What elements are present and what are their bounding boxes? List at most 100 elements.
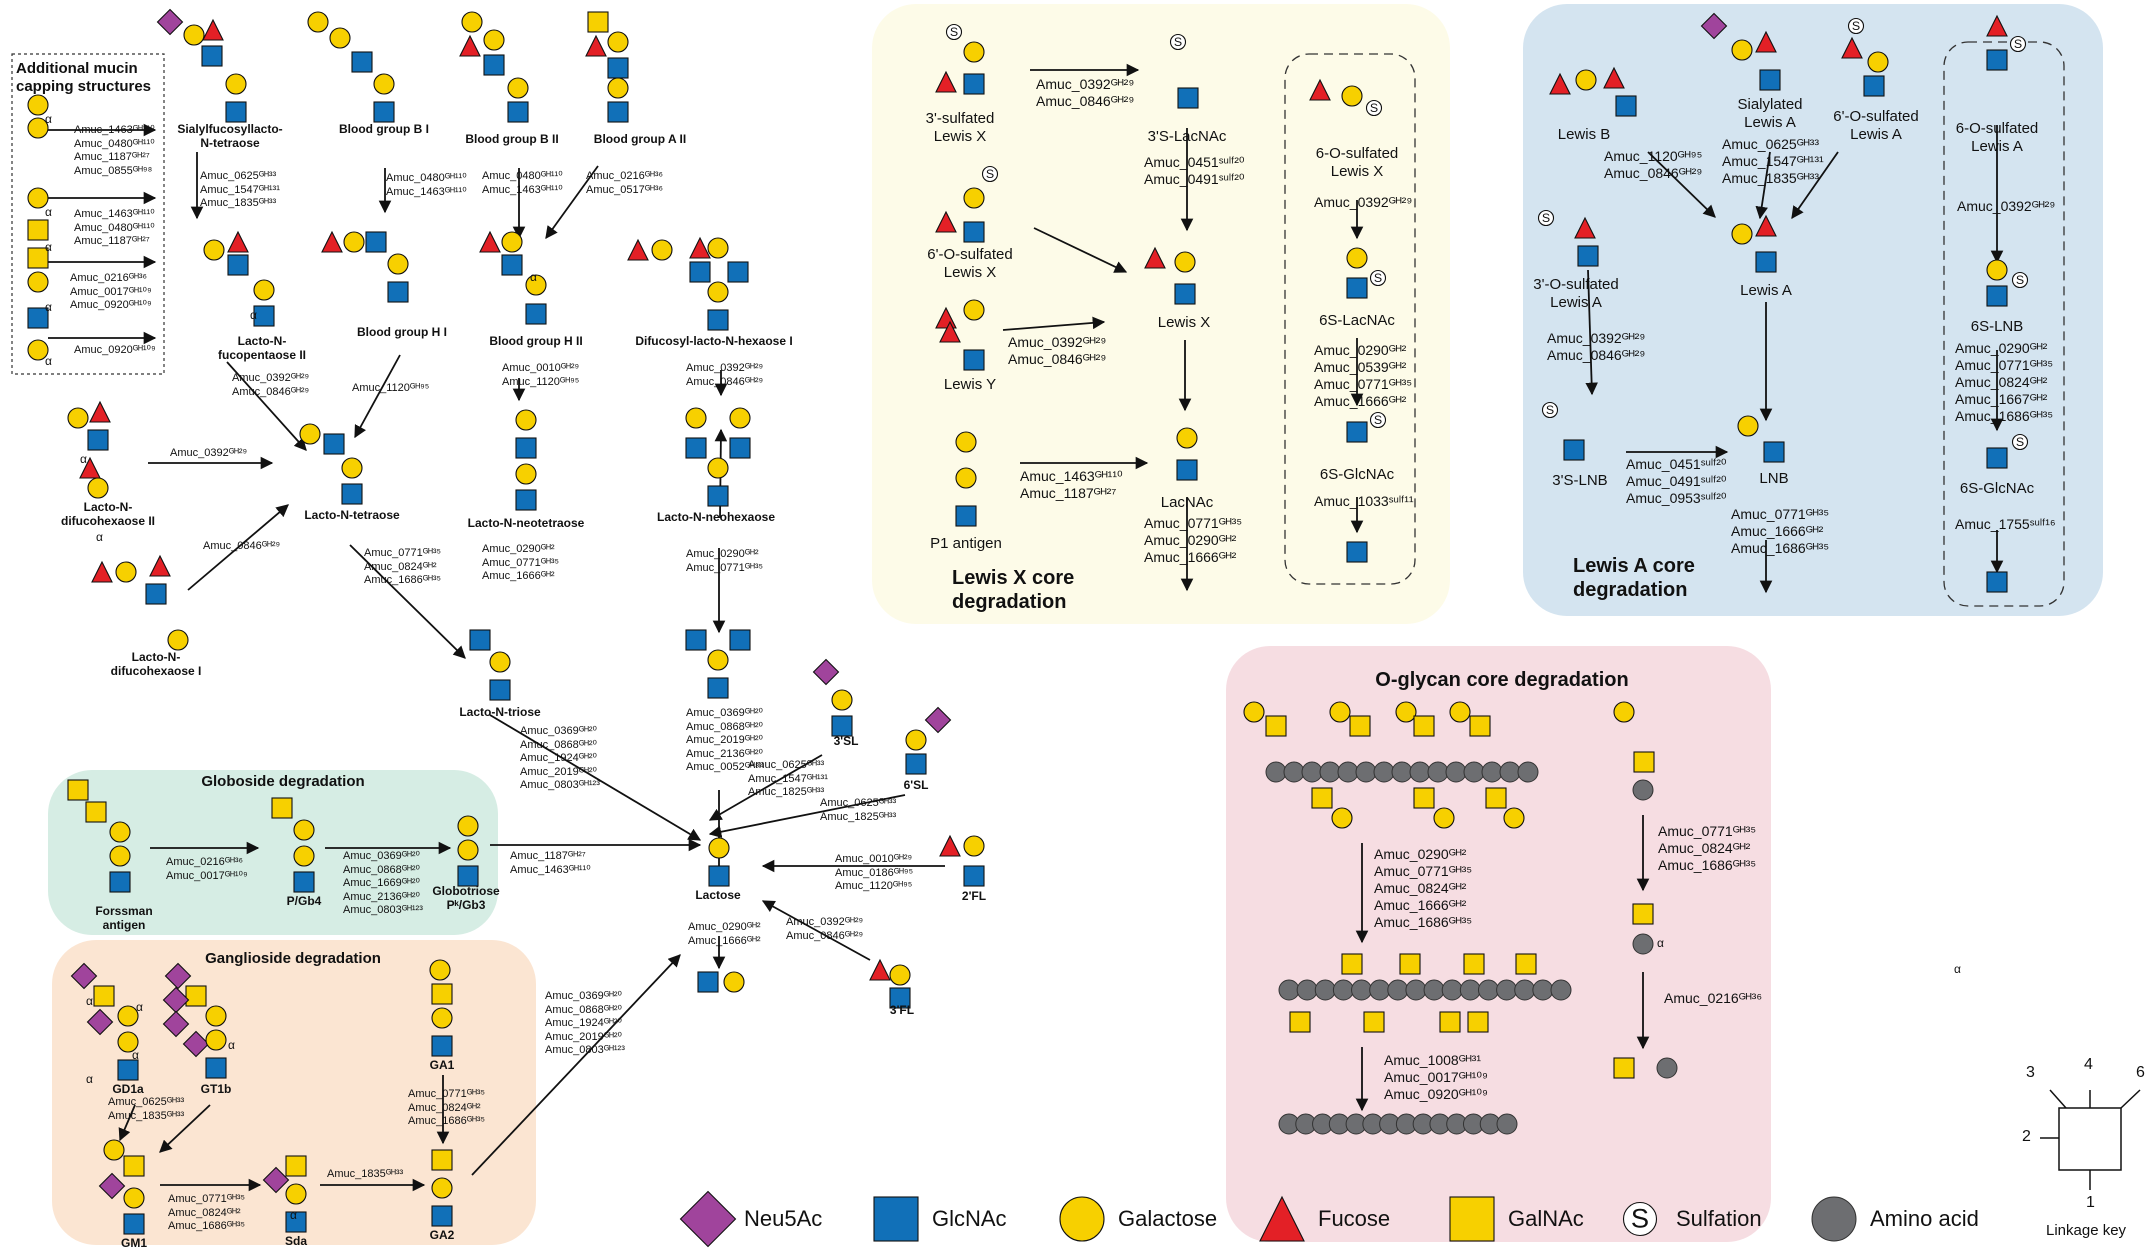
fucose-triangle-icon [1259,1195,1305,1242]
glcnac-square-icon [1346,541,1368,563]
galactose-circle-icon [1986,259,2008,281]
glcnac-square-icon [1174,283,1196,305]
enzyme-list-mucin_d: Amuc_0920ᴳᴴ¹⁰⁹ [74,344,156,356]
neu5ac-diamond-icon [98,1172,126,1200]
pathway-arrow [708,754,823,821]
sulfation-s-icon [1541,401,1559,419]
pathway-arrow [187,504,289,591]
glcnac-square-icon [27,307,49,329]
sulfation-s-icon [1369,411,1387,429]
galactose-circle-icon [203,239,225,261]
galnac-square-icon [1463,953,1485,975]
amino-acid-circle-icon [1811,1196,1857,1242]
glcnac-square-icon [117,1059,139,1081]
galactose-circle-icon [955,467,977,489]
galactose-circle-icon [373,73,395,95]
alpha-linkage-mark: α [228,1038,235,1052]
glcnac-square-icon [225,101,247,123]
glcnac-square-icon [1563,439,1585,461]
galnac-square-icon [431,983,453,1005]
sulfation-s-letter: S [950,25,958,39]
pathway-arrow [1791,151,1839,220]
alpha-linkage-mark: α [530,270,537,284]
fucose-triangle-icon [1755,214,1777,237]
galactose-circle-icon [431,1007,453,1029]
galnac-square-icon [27,247,49,269]
galactose-circle-icon [27,339,49,361]
neu5ac-diamond-icon [162,1010,190,1038]
fucose-triangle-icon [627,238,649,261]
pathway-arrow [354,354,401,439]
pathway-arrow [118,1104,136,1142]
galactose-circle-icon [1737,415,1759,437]
compound-label-gm1: GM1 [120,1236,148,1250]
glcnac-square-icon [963,73,985,95]
glcnac-square-icon [729,629,751,651]
galactose-circle-icon [205,1029,227,1051]
glcnac-square-icon [501,254,523,276]
compound-label-slfp: Sialylfucosyllacto-N-tetraose [177,122,283,150]
compound-label-sl3: 3'SL [833,734,859,748]
amino-acid-circle-icon [1496,1113,1518,1135]
compound-label-bgBI: Blood group B I [339,122,429,136]
compound-label-lactose: Lactose [695,888,741,902]
galactose-circle-icon [27,187,49,209]
fucose-triangle-icon [1574,216,1596,239]
galactose-circle-icon [167,629,189,651]
galactose-circle-icon [1433,807,1455,829]
amino-acid-circle-icon [1314,979,1336,1001]
galactose-circle-icon [299,423,321,445]
galactose-circle-icon [115,561,137,583]
sulfation-s-letter: S [1852,19,1860,33]
amino-acid-circle-icon [1301,761,1323,783]
galnac-square-icon [1633,751,1655,773]
legend-label-3: Fucose [1318,1206,1391,1231]
glcnac-square-icon [1863,75,1885,97]
sulfation-s-letter: S [1374,413,1382,427]
galactose-circle-icon [489,651,511,673]
pathway-arrow [349,544,466,659]
compound-label-bgBII: Blood group B II [465,132,559,146]
galactose-circle-icon [457,839,479,861]
glcnac-square-icon [109,871,131,893]
alpha-linkage-mark: α [45,240,52,254]
galnac-square-icon [1341,953,1363,975]
glcnac-square-icon [963,865,985,887]
glcnac-square-icon [87,429,109,451]
amino-acid-circle-icon [1296,979,1318,1001]
glcnac-square-icon [123,1213,145,1235]
galactose-circle-icon [708,837,730,859]
glcnac-square-icon [707,309,729,331]
glcnac-square-icon [365,231,387,253]
alpha-linkage-mark: α [136,1000,143,1014]
lewisa-sulfated-box [1943,41,2065,607]
amino-acid-circle-icon [1265,761,1287,783]
linkage-key-line [2049,1089,2067,1109]
glcnac-square-icon [253,305,275,327]
galactose-circle-icon [1341,85,1363,107]
glcnac-square-icon [489,679,511,701]
galactose-circle-icon [963,41,985,63]
compound-label-lnfp2: Lacto-N-fucopentaose II [217,334,307,362]
galactose-circle-icon [1731,39,1753,61]
sulfation-s-icon [2011,271,2029,289]
amino-acid-circle-icon [1496,979,1518,1001]
glcnac-square-icon [607,57,629,79]
glcnac-square-icon [889,987,911,1009]
galactose-circle-icon [429,959,451,981]
amino-acid-circle-icon [1632,933,1654,955]
glcnac-square-icon [387,281,409,303]
compound-label-ga1: GA1 [429,1058,455,1072]
neu5ac-diamond-icon [1700,12,1728,40]
fucose-triangle-icon [935,210,957,233]
legend-label-4: GalNAc [1508,1206,1584,1231]
